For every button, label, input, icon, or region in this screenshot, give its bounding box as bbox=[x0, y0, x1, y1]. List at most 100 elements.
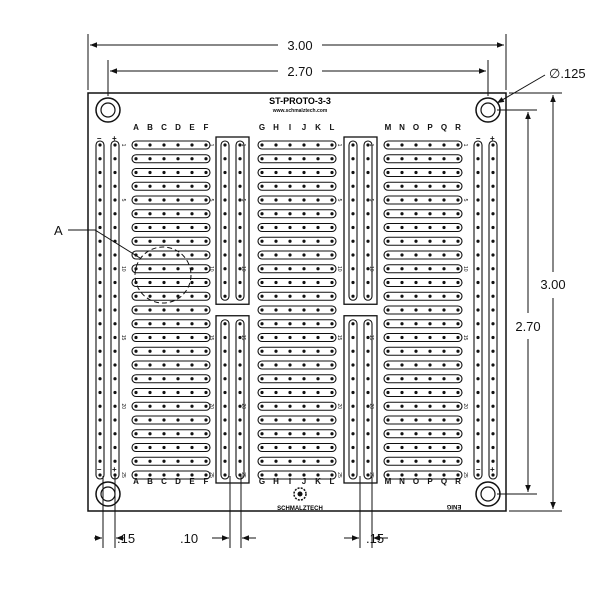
pad-hole bbox=[366, 349, 370, 353]
pad-hole bbox=[366, 267, 370, 271]
pad-hole bbox=[316, 212, 320, 216]
column-letter: F bbox=[204, 123, 209, 132]
pad-hole bbox=[491, 473, 495, 477]
pad-hole bbox=[476, 404, 480, 408]
column-letter: J bbox=[302, 477, 306, 486]
pad-hole bbox=[204, 267, 208, 271]
pad-hole bbox=[400, 239, 404, 243]
pad-strip bbox=[131, 236, 211, 246]
pad-hole bbox=[456, 363, 460, 367]
pad-hole bbox=[351, 335, 355, 340]
pad-strip bbox=[383, 195, 463, 205]
pad-hole bbox=[316, 198, 320, 202]
pad-hole bbox=[238, 459, 242, 463]
pad-hole bbox=[134, 377, 138, 381]
pad-hole bbox=[223, 212, 227, 216]
pad-hole bbox=[491, 267, 495, 271]
pad-hole bbox=[260, 363, 264, 367]
pad-hole bbox=[491, 143, 495, 147]
pad-hole bbox=[134, 170, 138, 175]
pad-strip bbox=[131, 470, 211, 480]
pad-hole bbox=[98, 170, 102, 175]
pad-hole bbox=[274, 445, 278, 450]
pad-hole bbox=[148, 390, 152, 395]
pad-hole bbox=[316, 432, 320, 436]
row-number: 10 bbox=[120, 266, 126, 272]
pad-hole bbox=[414, 253, 418, 257]
pad-strip bbox=[383, 305, 463, 315]
pad-hole bbox=[190, 157, 194, 161]
pad-hole bbox=[316, 445, 320, 450]
rail-frame bbox=[343, 136, 378, 305]
pad-hole bbox=[330, 404, 334, 408]
pad-hole bbox=[302, 170, 306, 175]
pad-strip bbox=[131, 374, 211, 384]
pad-hole bbox=[288, 225, 292, 230]
pad-hole bbox=[456, 198, 460, 202]
pad-hole bbox=[223, 432, 227, 436]
pad-hole bbox=[316, 322, 320, 326]
row-number: 20 bbox=[368, 403, 374, 409]
pad-hole bbox=[476, 184, 480, 188]
dimension-margin-right bbox=[344, 476, 388, 548]
pad-hole bbox=[491, 212, 495, 216]
pad-strip bbox=[257, 387, 337, 398]
pad-hole bbox=[162, 280, 166, 285]
pad-hole bbox=[386, 445, 390, 450]
pad-hole bbox=[288, 170, 292, 175]
pad-hole bbox=[400, 335, 404, 340]
pad-hole bbox=[442, 404, 446, 408]
pad-hole bbox=[113, 335, 117, 340]
pad-hole bbox=[476, 445, 480, 450]
column-letter: N bbox=[399, 477, 405, 486]
pad-strip bbox=[257, 415, 337, 425]
mounting-hole-bottom-right bbox=[475, 481, 501, 507]
pad-hole bbox=[366, 157, 370, 161]
pad-hole bbox=[476, 349, 480, 353]
pad-hole bbox=[162, 225, 166, 230]
pad-hole bbox=[162, 459, 166, 463]
pad-hole bbox=[190, 363, 194, 367]
pad-hole bbox=[491, 335, 495, 340]
pad-hole bbox=[428, 170, 432, 175]
row-number: 5 bbox=[368, 199, 374, 202]
pad-hole bbox=[162, 335, 166, 340]
dimension-overall-width-label: 3.00 bbox=[287, 38, 312, 53]
pad-hole bbox=[428, 404, 432, 408]
pad-hole bbox=[330, 377, 334, 381]
pad-strip bbox=[383, 374, 463, 384]
pad-hole bbox=[456, 212, 460, 216]
pad-hole bbox=[476, 267, 480, 271]
pad-hole bbox=[238, 157, 242, 161]
pad-hole bbox=[204, 390, 208, 395]
pad-hole bbox=[442, 170, 446, 175]
pad-hole bbox=[456, 404, 460, 408]
detail-label: A bbox=[54, 223, 63, 238]
pad-hole bbox=[414, 349, 418, 353]
column-letter: B bbox=[147, 477, 153, 486]
pad-hole bbox=[223, 377, 227, 381]
pad-hole bbox=[204, 363, 208, 367]
pad-hole bbox=[98, 198, 102, 202]
pad-hole bbox=[162, 432, 166, 436]
pad-hole bbox=[456, 459, 460, 463]
pad-hole bbox=[476, 473, 480, 477]
pad-hole bbox=[428, 459, 432, 463]
pad-hole bbox=[316, 253, 320, 257]
pad-hole bbox=[176, 280, 180, 285]
rail-sign-minus: – bbox=[476, 465, 481, 474]
pad-hole bbox=[428, 212, 432, 216]
pad-hole bbox=[491, 418, 495, 422]
pad-hole bbox=[428, 445, 432, 450]
pad-hole bbox=[366, 459, 370, 463]
pad-hole bbox=[442, 294, 446, 298]
dimension-hole-span-width-label: 2.70 bbox=[287, 64, 312, 79]
pad-hole bbox=[238, 198, 242, 202]
pad-hole bbox=[148, 267, 152, 271]
pad-hole bbox=[400, 253, 404, 257]
pad-hole bbox=[274, 335, 278, 340]
pad-hole bbox=[260, 335, 264, 340]
pad-hole bbox=[316, 473, 320, 477]
pad-hole bbox=[351, 198, 355, 202]
pad-strip bbox=[131, 360, 211, 370]
